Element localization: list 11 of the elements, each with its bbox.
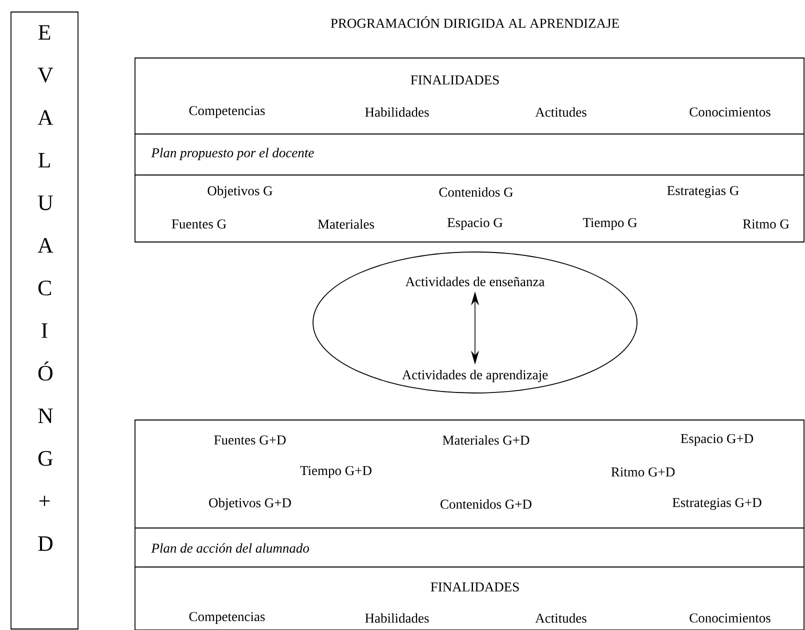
section-box: Objetivos G Contenidos G Estrategias G Fuentes G Materiales Espacio G Tiempo G Ritmo G xyxy=(134,174,804,242)
section-box: Fuentes G+D Materiales G+D Espacio G+D Tiempo G+D Ritmo G+D Objetivos G+D Contenidos G+D Estrategias G+D xyxy=(134,420,804,528)
activity-label: Actividades de aprendizaje xyxy=(402,370,548,382)
plan-row: Plan de acción del alumnado xyxy=(134,528,804,568)
activity-label: Actividades de enseñanza xyxy=(405,276,545,286)
plan-row: Plan propuesto por el docente xyxy=(134,134,804,176)
title: PROGRAMACIÓN DIRIGIDA AL APRENDIZAJE xyxy=(330,16,619,28)
section-box: FINALIDADES Competencias Habilidades Actitudes Conocimientos xyxy=(134,58,804,134)
evaluation-box: E V A L U A C I Ó N G + D xyxy=(10,12,78,630)
section-box: FINALIDADES Competencias Habilidades Actitudes Conocimientos xyxy=(134,566,804,630)
ellipse xyxy=(312,252,638,394)
